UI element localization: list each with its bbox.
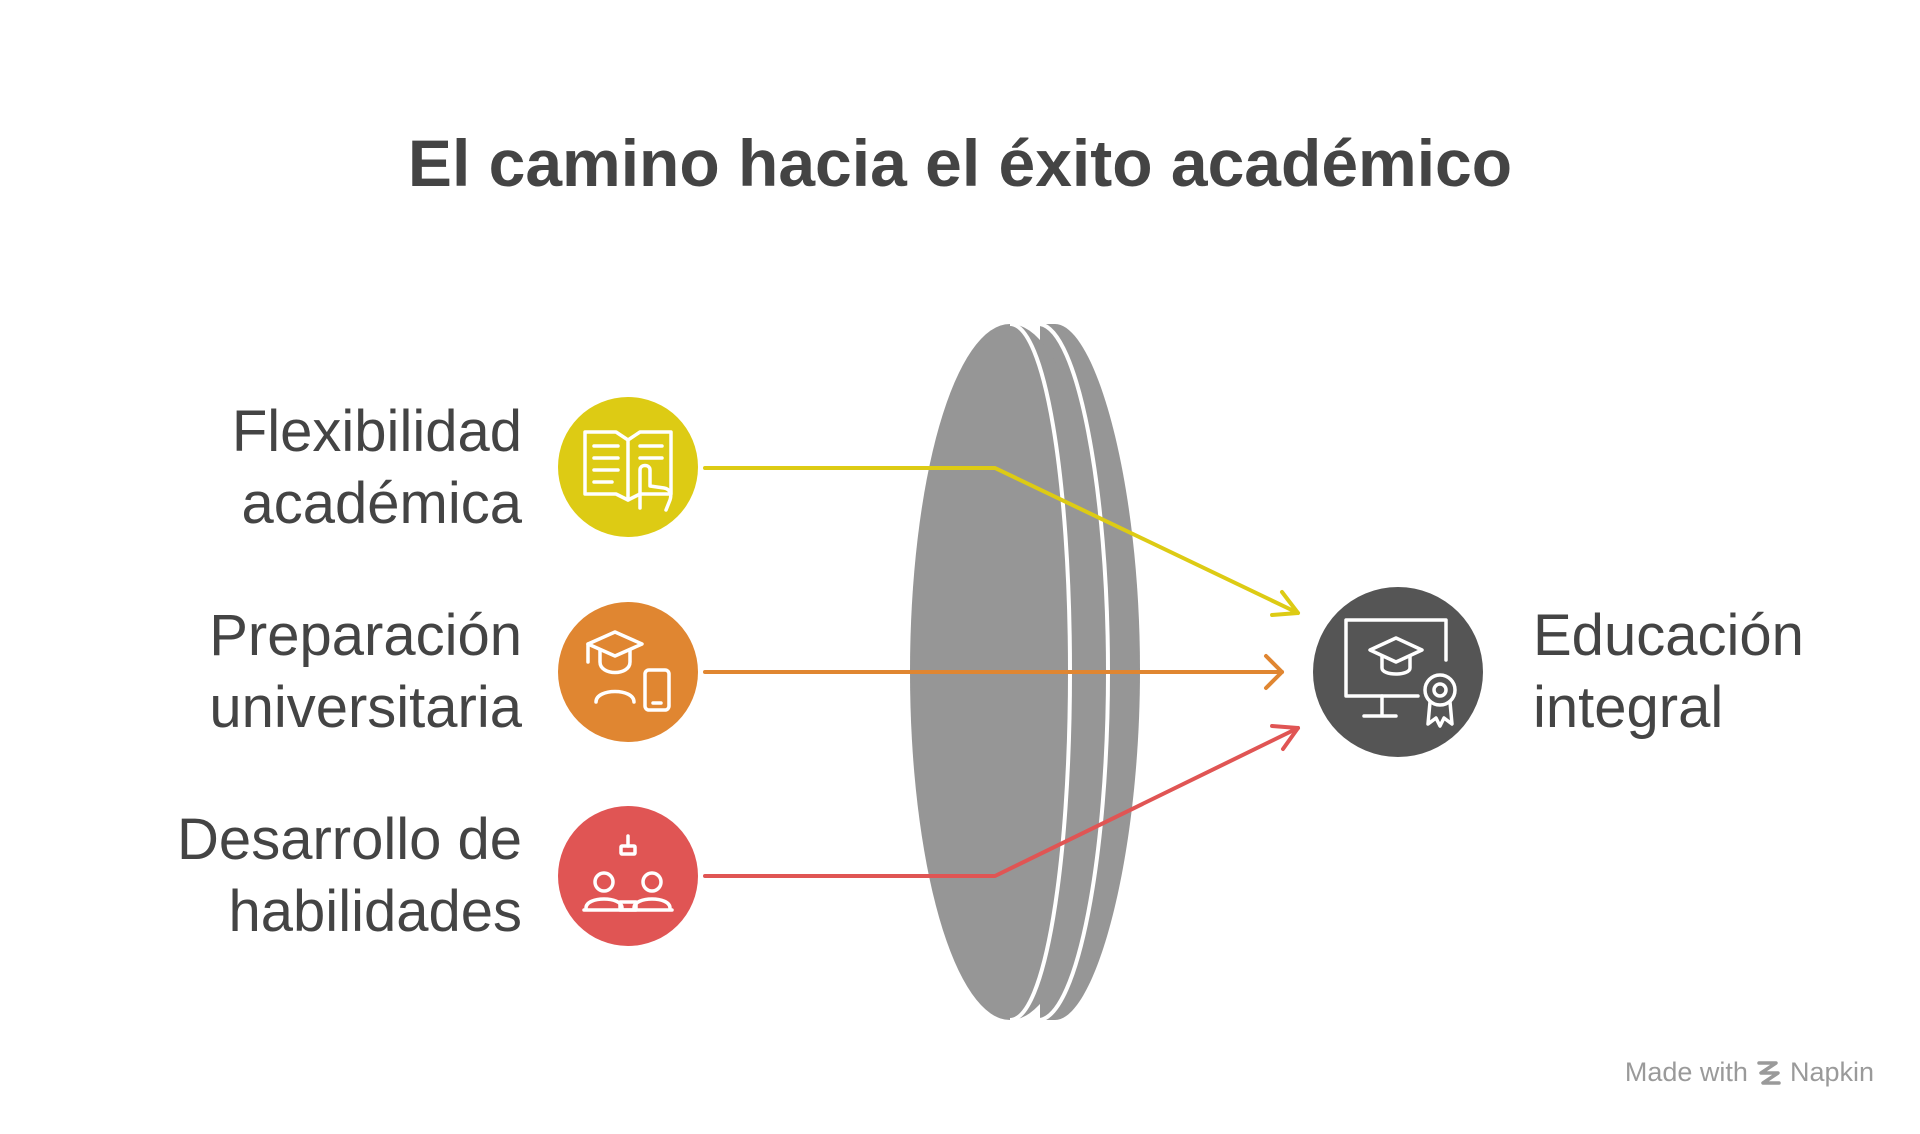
watermark-brand: Napkin (1789, 1057, 1874, 1087)
connector-flexibilidad (703, 466, 1300, 615)
workshop-people-icon (582, 834, 674, 912)
open-book-touch-icon (583, 430, 673, 512)
label-flexibilidad-line2: académica (241, 471, 522, 536)
label-desarrollo-line1: Desarrollo de (177, 807, 522, 872)
arrowhead-flexibilidad (1270, 590, 1300, 617)
napkin-logo-icon (1757, 1060, 1781, 1085)
input-node-flexibilidad (558, 397, 698, 537)
input-node-desarrollo (558, 806, 698, 946)
graduate-phone-icon (586, 630, 671, 712)
arrowhead-preparacion (1264, 654, 1284, 690)
label-educacion: Educación integral (1533, 600, 1804, 744)
online-certificate-icon (1344, 618, 1457, 728)
label-preparacion-line2: universitaria (209, 675, 522, 740)
watermark-made-with: Made with (1624, 1057, 1748, 1087)
label-educacion-line1: Educación (1533, 603, 1804, 668)
output-node-educacion (1313, 587, 1483, 757)
label-flexibilidad: Flexibilidad académica (232, 396, 522, 540)
page-title: El camino hacia el éxito académico (407, 126, 1513, 200)
label-preparacion-line1: Preparación (209, 603, 522, 668)
label-educacion-line2: integral (1533, 675, 1724, 740)
connector-desarrollo (703, 726, 1300, 878)
label-desarrollo: Desarrollo de habilidades (177, 804, 522, 948)
label-preparacion: Preparación universitaria (209, 600, 522, 744)
label-desarrollo-line2: habilidades (228, 879, 522, 944)
arrowhead-desarrollo (1270, 724, 1300, 751)
circle-desarrollo (558, 806, 698, 946)
label-flexibilidad-line1: Flexibilidad (231, 399, 522, 464)
circle-educacion (1313, 587, 1483, 757)
watermark[interactable]: Made with Napkin (1625, 1057, 1874, 1088)
connectors (703, 466, 1300, 878)
input-node-preparacion (558, 602, 698, 742)
circle-preparacion (558, 602, 698, 742)
